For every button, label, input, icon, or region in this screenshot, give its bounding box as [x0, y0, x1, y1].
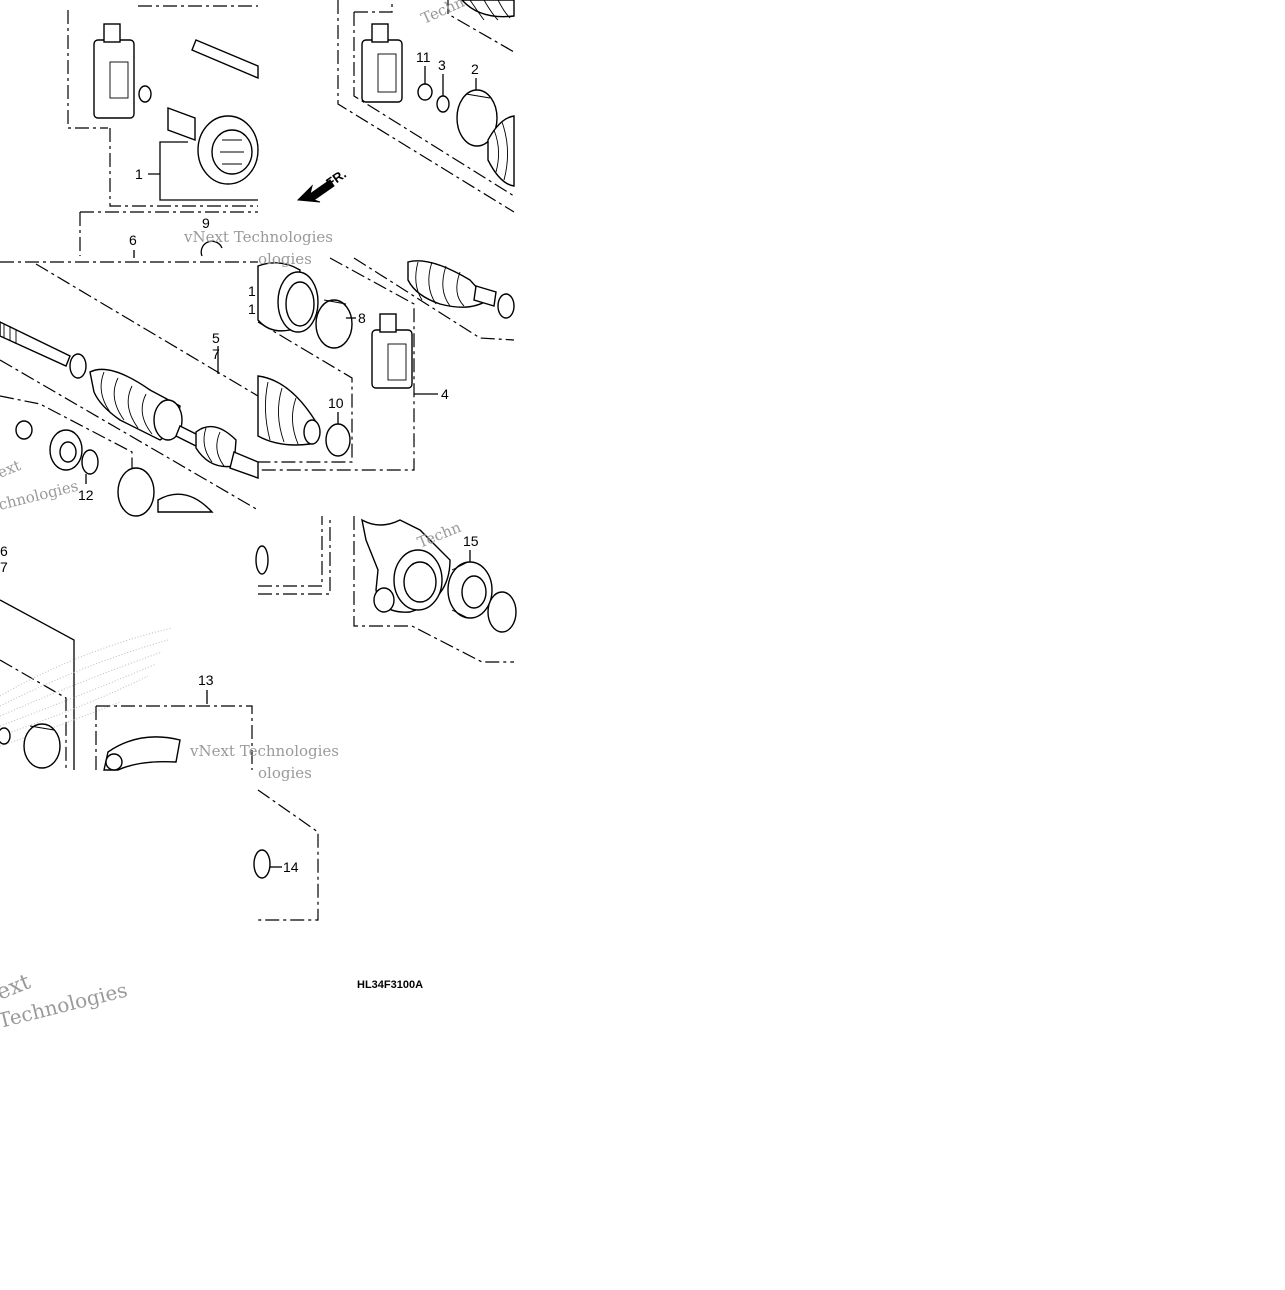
- callout-1-lower: 1: [248, 301, 256, 317]
- watermark-text: Techn: [415, 518, 464, 552]
- tile-bottom-left: 6 7 13 vNext Technologies: [0, 543, 339, 771]
- circlip: [255, 545, 269, 575]
- watermark-text: ologies: [258, 250, 312, 268]
- callout-13: 13: [198, 672, 214, 688]
- boot-band-large: [456, 89, 498, 147]
- cv-joint-cage: [49, 429, 83, 471]
- boot-band-large: [315, 299, 353, 349]
- circlip: [15, 420, 33, 440]
- grease-bottle: [371, 313, 413, 389]
- callout-2: 2: [471, 61, 479, 77]
- snap-ring: [417, 83, 433, 101]
- boot-band-small: [325, 423, 351, 457]
- tile-top-left: 1 9 6 vNext Technologies: [67, 5, 333, 258]
- callout-1-upper: 1: [248, 283, 256, 299]
- callout-11: 11: [416, 49, 431, 65]
- tile-mid-left: 5 7 12 ext chnologies: [0, 261, 259, 517]
- callout-1: 1: [135, 166, 143, 182]
- callout-14: 14: [283, 859, 299, 875]
- boot-band: [117, 467, 155, 517]
- boot-band-small: [436, 95, 450, 113]
- honda-wing-watermark: [0, 627, 173, 747]
- callout-6: 6: [129, 232, 137, 248]
- boot-band: [23, 723, 61, 769]
- tile-bottom-strip: 14 ologies: [253, 764, 319, 921]
- snap-ring: [487, 591, 517, 633]
- cv-boot: [157, 493, 214, 513]
- callout-15: 15: [463, 533, 479, 549]
- front-direction-arrow: FR.: [296, 166, 349, 203]
- front-knuckle: [103, 736, 181, 771]
- circlip: [0, 727, 11, 745]
- callout-4: 4: [441, 386, 449, 402]
- rear-knuckle: [361, 518, 451, 613]
- watermark-text: ologies: [258, 764, 312, 782]
- callout-9: 9: [202, 215, 210, 231]
- grease-bottle: [361, 23, 403, 103]
- cv-boot: [461, 0, 515, 187]
- drive-shaft-assembly: [0, 321, 259, 479]
- inner-shaft: [191, 39, 259, 80]
- tile-top-right: 11 3 2 FR. Techn: [296, 0, 515, 213]
- cv-joint-inner: [167, 106, 259, 185]
- callout-10: 10: [328, 395, 344, 411]
- watermark-text: chnologies: [0, 477, 80, 514]
- callout-7: 7: [212, 346, 220, 362]
- grease-bottle: [93, 23, 135, 119]
- wheel-bearing: [447, 561, 493, 619]
- cv-boot-outer: [257, 262, 319, 333]
- circlip: [138, 85, 152, 103]
- watermark-text: vNext Technologies: [189, 742, 339, 760]
- watermark-text: Techn: [418, 0, 467, 28]
- callout-12: 12: [78, 487, 94, 503]
- drawing-code: HL34F3100A: [357, 979, 423, 991]
- cv-boot: [407, 260, 515, 319]
- oil-seal: [253, 849, 271, 879]
- callout-8: 8: [358, 310, 366, 326]
- watermark-bottom-left: ext Technologies: [0, 969, 130, 1032]
- callout-3: 3: [438, 57, 446, 73]
- tile-lower-middle: 15 Techn: [255, 516, 517, 663]
- watermark-text: ext: [0, 969, 34, 1005]
- watermark-text: ext: [0, 456, 23, 481]
- callout-5: 5: [212, 330, 220, 346]
- cv-boot-inner: [257, 375, 321, 446]
- watermark-text: vNext Technologies: [183, 228, 333, 246]
- tile-mid-right: 8 1 1 4 10 ologies: [248, 250, 515, 471]
- callout-7-lower: 7: [0, 559, 8, 575]
- stop-ring: [81, 449, 99, 475]
- callout-6-lower: 6: [0, 543, 8, 559]
